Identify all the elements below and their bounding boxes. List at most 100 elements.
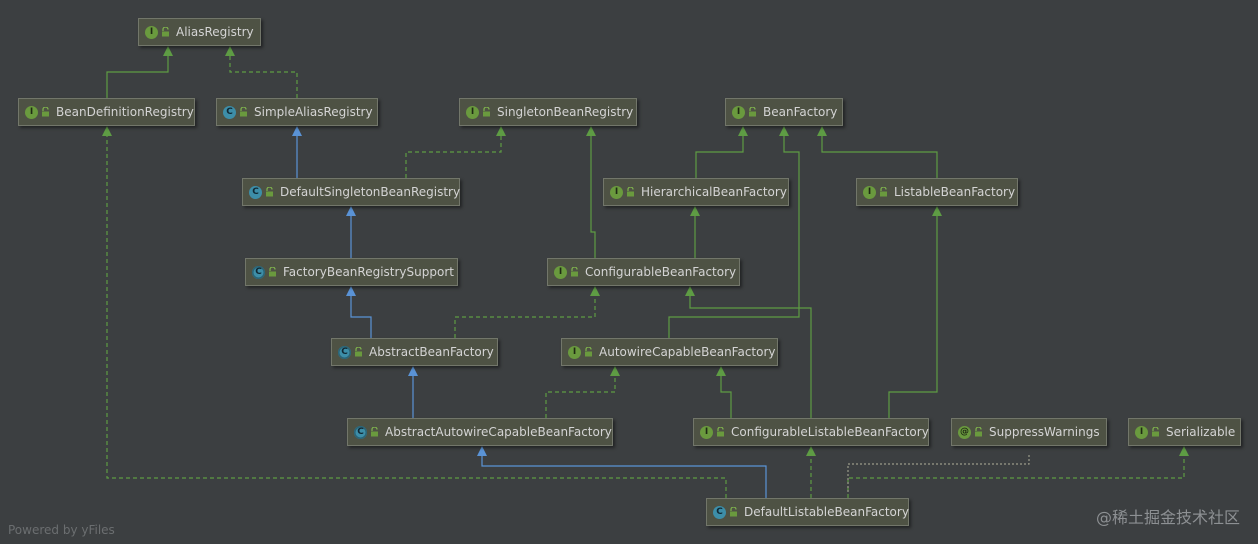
node-default-listable-bean-factory[interactable]: C DefaultListableBeanFactory	[706, 498, 909, 526]
node-label: SingletonBeanRegistry	[497, 105, 634, 119]
interface-kind-icon: I	[145, 25, 158, 39]
edge-bean-definition-registry-to-alias-registry	[106, 46, 173, 98]
node-label: HierarchicalBeanFactory	[641, 185, 787, 199]
node-label: ListableBeanFactory	[894, 185, 1016, 199]
arrowhead	[346, 286, 356, 296]
abstract-kind-icon: C	[354, 425, 367, 439]
public-lock-icon	[730, 507, 737, 517]
interface-kind-icon: I	[25, 105, 38, 119]
interface-kind-icon: I	[466, 105, 479, 119]
class-kind-icon: C	[249, 185, 262, 199]
edge-factory-bean-registry-support-to-default-singleton-bean-registry	[346, 206, 356, 258]
node-label: Serializable	[1166, 425, 1236, 439]
node-label: BeanDefinitionRegistry	[56, 105, 194, 119]
node-suppress-warnings[interactable]: @ SuppressWarnings	[951, 418, 1107, 446]
node-listable-bean-factory[interactable]: I ListableBeanFactory	[856, 178, 1018, 206]
edge-simple-alias-registry-to-alias-registry	[225, 46, 298, 98]
node-default-singleton-bean-registry[interactable]: C DefaultSingletonBeanRegistry	[242, 178, 460, 206]
class-kind-icon: C	[713, 505, 726, 519]
node-abstract-autowire-capable-bean-factory[interactable]: C AbstractAutowireCapableBeanFactory	[347, 418, 613, 446]
public-lock-icon	[749, 107, 756, 117]
arrowhead	[408, 366, 418, 376]
node-label: DefaultSingletonBeanRegistry	[280, 185, 461, 199]
interface-kind-icon: I	[554, 265, 567, 279]
watermark-label: @稀土掘金技术社区	[1095, 508, 1240, 527]
edge-configurable-listable-bean-factory-to-configurable-bean-factory	[685, 286, 812, 418]
arrowhead	[590, 286, 600, 296]
interface-kind-icon: I	[610, 185, 623, 199]
interface-kind-icon: I	[700, 425, 713, 439]
arrowhead	[932, 206, 942, 216]
node-hierarchical-bean-factory[interactable]: I HierarchicalBeanFactory	[603, 178, 789, 206]
public-lock-icon	[269, 267, 276, 277]
public-lock-icon	[627, 187, 634, 197]
node-label: SimpleAliasRegistry	[254, 105, 373, 119]
interface-kind-icon: I	[863, 185, 876, 199]
arrowhead	[690, 206, 700, 216]
edge-default-listable-bean-factory-to-suppress-warnings	[847, 455, 1030, 492]
edge-configurable-listable-bean-factory-to-listable-bean-factory	[888, 206, 942, 418]
edge-default-listable-bean-factory-to-configurable-listable-bean-factory	[806, 446, 816, 498]
node-factory-bean-registry-support[interactable]: C FactoryBeanRegistrySupport	[245, 258, 458, 286]
abstract-kind-icon: C	[338, 345, 351, 359]
public-lock-icon	[717, 427, 724, 437]
node-label: BeanFactory	[763, 105, 838, 119]
edge-hierarchical-bean-factory-to-bean-factory	[695, 126, 748, 178]
edge-default-listable-bean-factory-to-abstract-autowire-capable-bean-factory	[477, 446, 767, 498]
public-lock-icon	[355, 347, 362, 357]
node-bean-definition-registry[interactable]: I BeanDefinitionRegistry	[18, 98, 195, 126]
annotation-kind-icon: @	[958, 425, 971, 439]
edge-default-singleton-bean-registry-to-simple-alias-registry	[292, 126, 302, 178]
arrowhead	[496, 126, 506, 136]
node-configurable-listable-bean-factory[interactable]: I ConfigurableListableBeanFactory	[693, 418, 929, 446]
arrowhead	[738, 126, 748, 136]
interface-kind-icon: I	[732, 105, 745, 119]
node-bean-factory[interactable]: I BeanFactory	[725, 98, 843, 126]
interface-kind-icon: I	[1135, 425, 1148, 439]
edge-abstract-autowire-capable-bean-factory-to-abstract-bean-factory	[408, 366, 418, 418]
abstract-kind-icon: C	[252, 265, 265, 279]
public-lock-icon	[975, 427, 982, 437]
node-label: ConfigurableListableBeanFactory	[731, 425, 929, 439]
arrowhead	[817, 126, 827, 136]
edge-configurable-listable-bean-factory-to-autowire-capable-bean-factory	[716, 366, 732, 418]
arrowhead	[586, 126, 596, 136]
public-lock-icon	[42, 107, 49, 117]
arrowhead	[225, 46, 235, 56]
public-lock-icon	[240, 107, 247, 117]
arrowhead	[346, 206, 356, 216]
edge-abstract-bean-factory-to-factory-bean-registry-support	[346, 286, 372, 338]
node-simple-alias-registry[interactable]: C SimpleAliasRegistry	[216, 98, 378, 126]
node-serializable[interactable]: I Serializable	[1128, 418, 1241, 446]
node-label: AbstractAutowireCapableBeanFactory	[385, 425, 612, 439]
public-lock-icon	[571, 267, 578, 277]
arrowhead	[163, 46, 173, 56]
interface-kind-icon: I	[568, 345, 581, 359]
arrowhead	[1179, 446, 1189, 456]
arrowhead	[716, 366, 726, 376]
node-autowire-capable-bean-factory[interactable]: I AutowireCapableBeanFactory	[561, 338, 778, 366]
arrowhead	[685, 286, 695, 296]
arrowhead	[102, 126, 112, 136]
edge-configurable-bean-factory-to-hierarchical-bean-factory	[690, 206, 700, 258]
node-label: DefaultListableBeanFactory	[744, 505, 909, 519]
node-singleton-bean-registry[interactable]: I SingletonBeanRegistry	[459, 98, 637, 126]
public-lock-icon	[483, 107, 490, 117]
edge-abstract-autowire-capable-bean-factory-to-autowire-capable-bean-factory	[545, 366, 620, 418]
edge-default-listable-bean-factory-to-serializable	[847, 446, 1189, 498]
arrowhead	[477, 446, 487, 456]
node-label: AutowireCapableBeanFactory	[599, 345, 776, 359]
class-kind-icon: C	[223, 105, 236, 119]
node-label: FactoryBeanRegistrySupport	[283, 265, 454, 279]
edge-listable-bean-factory-to-bean-factory	[817, 126, 938, 178]
edge-default-singleton-bean-registry-to-singleton-bean-registry	[405, 126, 506, 178]
arrowhead	[806, 446, 816, 456]
arrowhead	[292, 126, 302, 136]
powered-by-label: Powered by yFiles	[8, 523, 115, 537]
node-label: SuppressWarnings	[989, 425, 1100, 439]
